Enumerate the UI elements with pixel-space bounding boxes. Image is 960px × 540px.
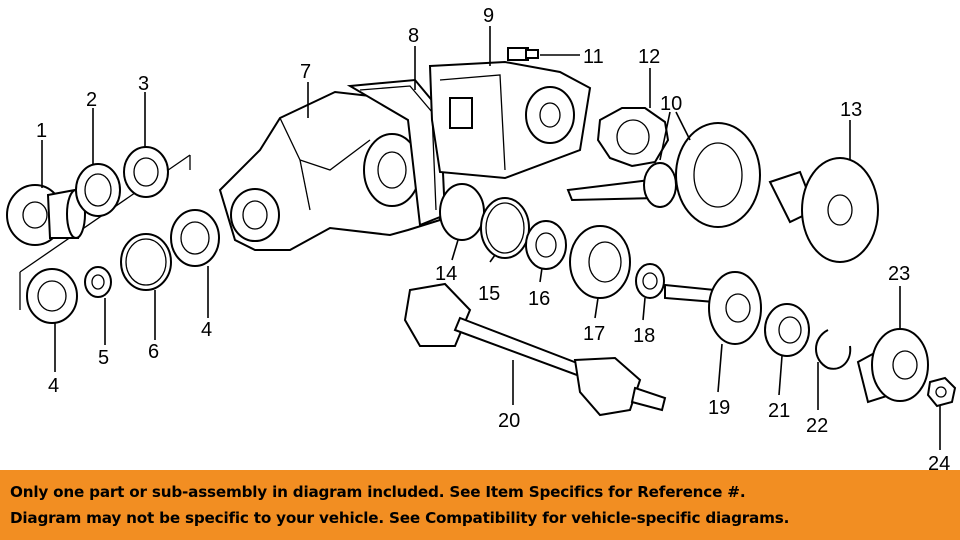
callout-18: 18 — [633, 325, 655, 347]
callout-17: 17 — [583, 323, 605, 345]
callout-9: 9 — [483, 5, 494, 27]
part-5-bushing — [84, 266, 112, 298]
part-17-side-cover — [569, 225, 631, 299]
part-18-bushing — [635, 263, 665, 299]
callout-15: 15 — [478, 283, 500, 305]
part-13-diff-case — [768, 157, 879, 263]
disclaimer-line-2: Diagram may not be specific to your vehi… — [10, 509, 790, 527]
callout-16: 16 — [528, 288, 550, 310]
part-3-seal — [123, 146, 169, 198]
part-21-bearing — [764, 303, 810, 357]
callout-6: 6 — [148, 341, 159, 363]
part-4-bearing-right — [170, 209, 220, 267]
part-7-housing — [218, 90, 442, 251]
callout-19: 19 — [708, 397, 730, 419]
callout-5: 5 — [98, 347, 109, 369]
part-9-cover — [428, 60, 592, 180]
part-1-flange — [6, 184, 86, 246]
part-12-washer — [596, 107, 670, 168]
callout-11: 11 — [583, 46, 604, 68]
disclaimer-banner: Only one part or sub-assembly in diagram… — [0, 470, 960, 540]
part-10-ring-pinion — [566, 122, 761, 228]
part-2-seal — [75, 163, 121, 217]
part-22-snap-ring — [815, 329, 852, 370]
callout-22: 22 — [806, 415, 828, 437]
callout-7: 7 — [300, 61, 311, 83]
callout-20: 20 — [498, 410, 520, 432]
callout-3: 3 — [138, 73, 149, 95]
callout-numbers: 1 2 3 4 5 6 4 7 8 9 11 12 10 13 14 15 16… — [36, 5, 950, 470]
callout-21: 21 — [768, 400, 790, 422]
part-23-hub — [856, 328, 929, 404]
part-4-bearing-left — [26, 268, 78, 324]
callout-24: 24 — [928, 453, 950, 470]
callout-10: 10 — [660, 93, 682, 115]
callout-23: 23 — [888, 263, 910, 285]
callout-14: 14 — [435, 263, 457, 285]
callout-4-right: 4 — [201, 319, 212, 341]
part-11-vent — [507, 47, 539, 61]
disclaimer-line-1: Only one part or sub-assembly in diagram… — [10, 483, 746, 501]
callout-1: 1 — [36, 120, 47, 142]
part-6-ring — [120, 233, 172, 291]
part-14-oring — [439, 183, 485, 241]
part-15-ring — [480, 197, 530, 259]
leader-lines — [41, 26, 941, 450]
callout-4-left: 4 — [48, 375, 59, 397]
callout-2: 2 — [86, 89, 97, 111]
callout-13: 13 — [840, 99, 862, 121]
part-20-axle-shaft — [403, 282, 667, 417]
part-19-flange-shaft — [664, 271, 762, 345]
part-24-nut — [926, 376, 957, 408]
callout-12: 12 — [638, 46, 660, 68]
parts-diagram: 1 2 3 4 5 6 4 7 8 9 11 12 10 13 14 15 16… — [6, 5, 957, 470]
callout-8: 8 — [408, 25, 419, 47]
part-16-seal — [525, 220, 567, 270]
